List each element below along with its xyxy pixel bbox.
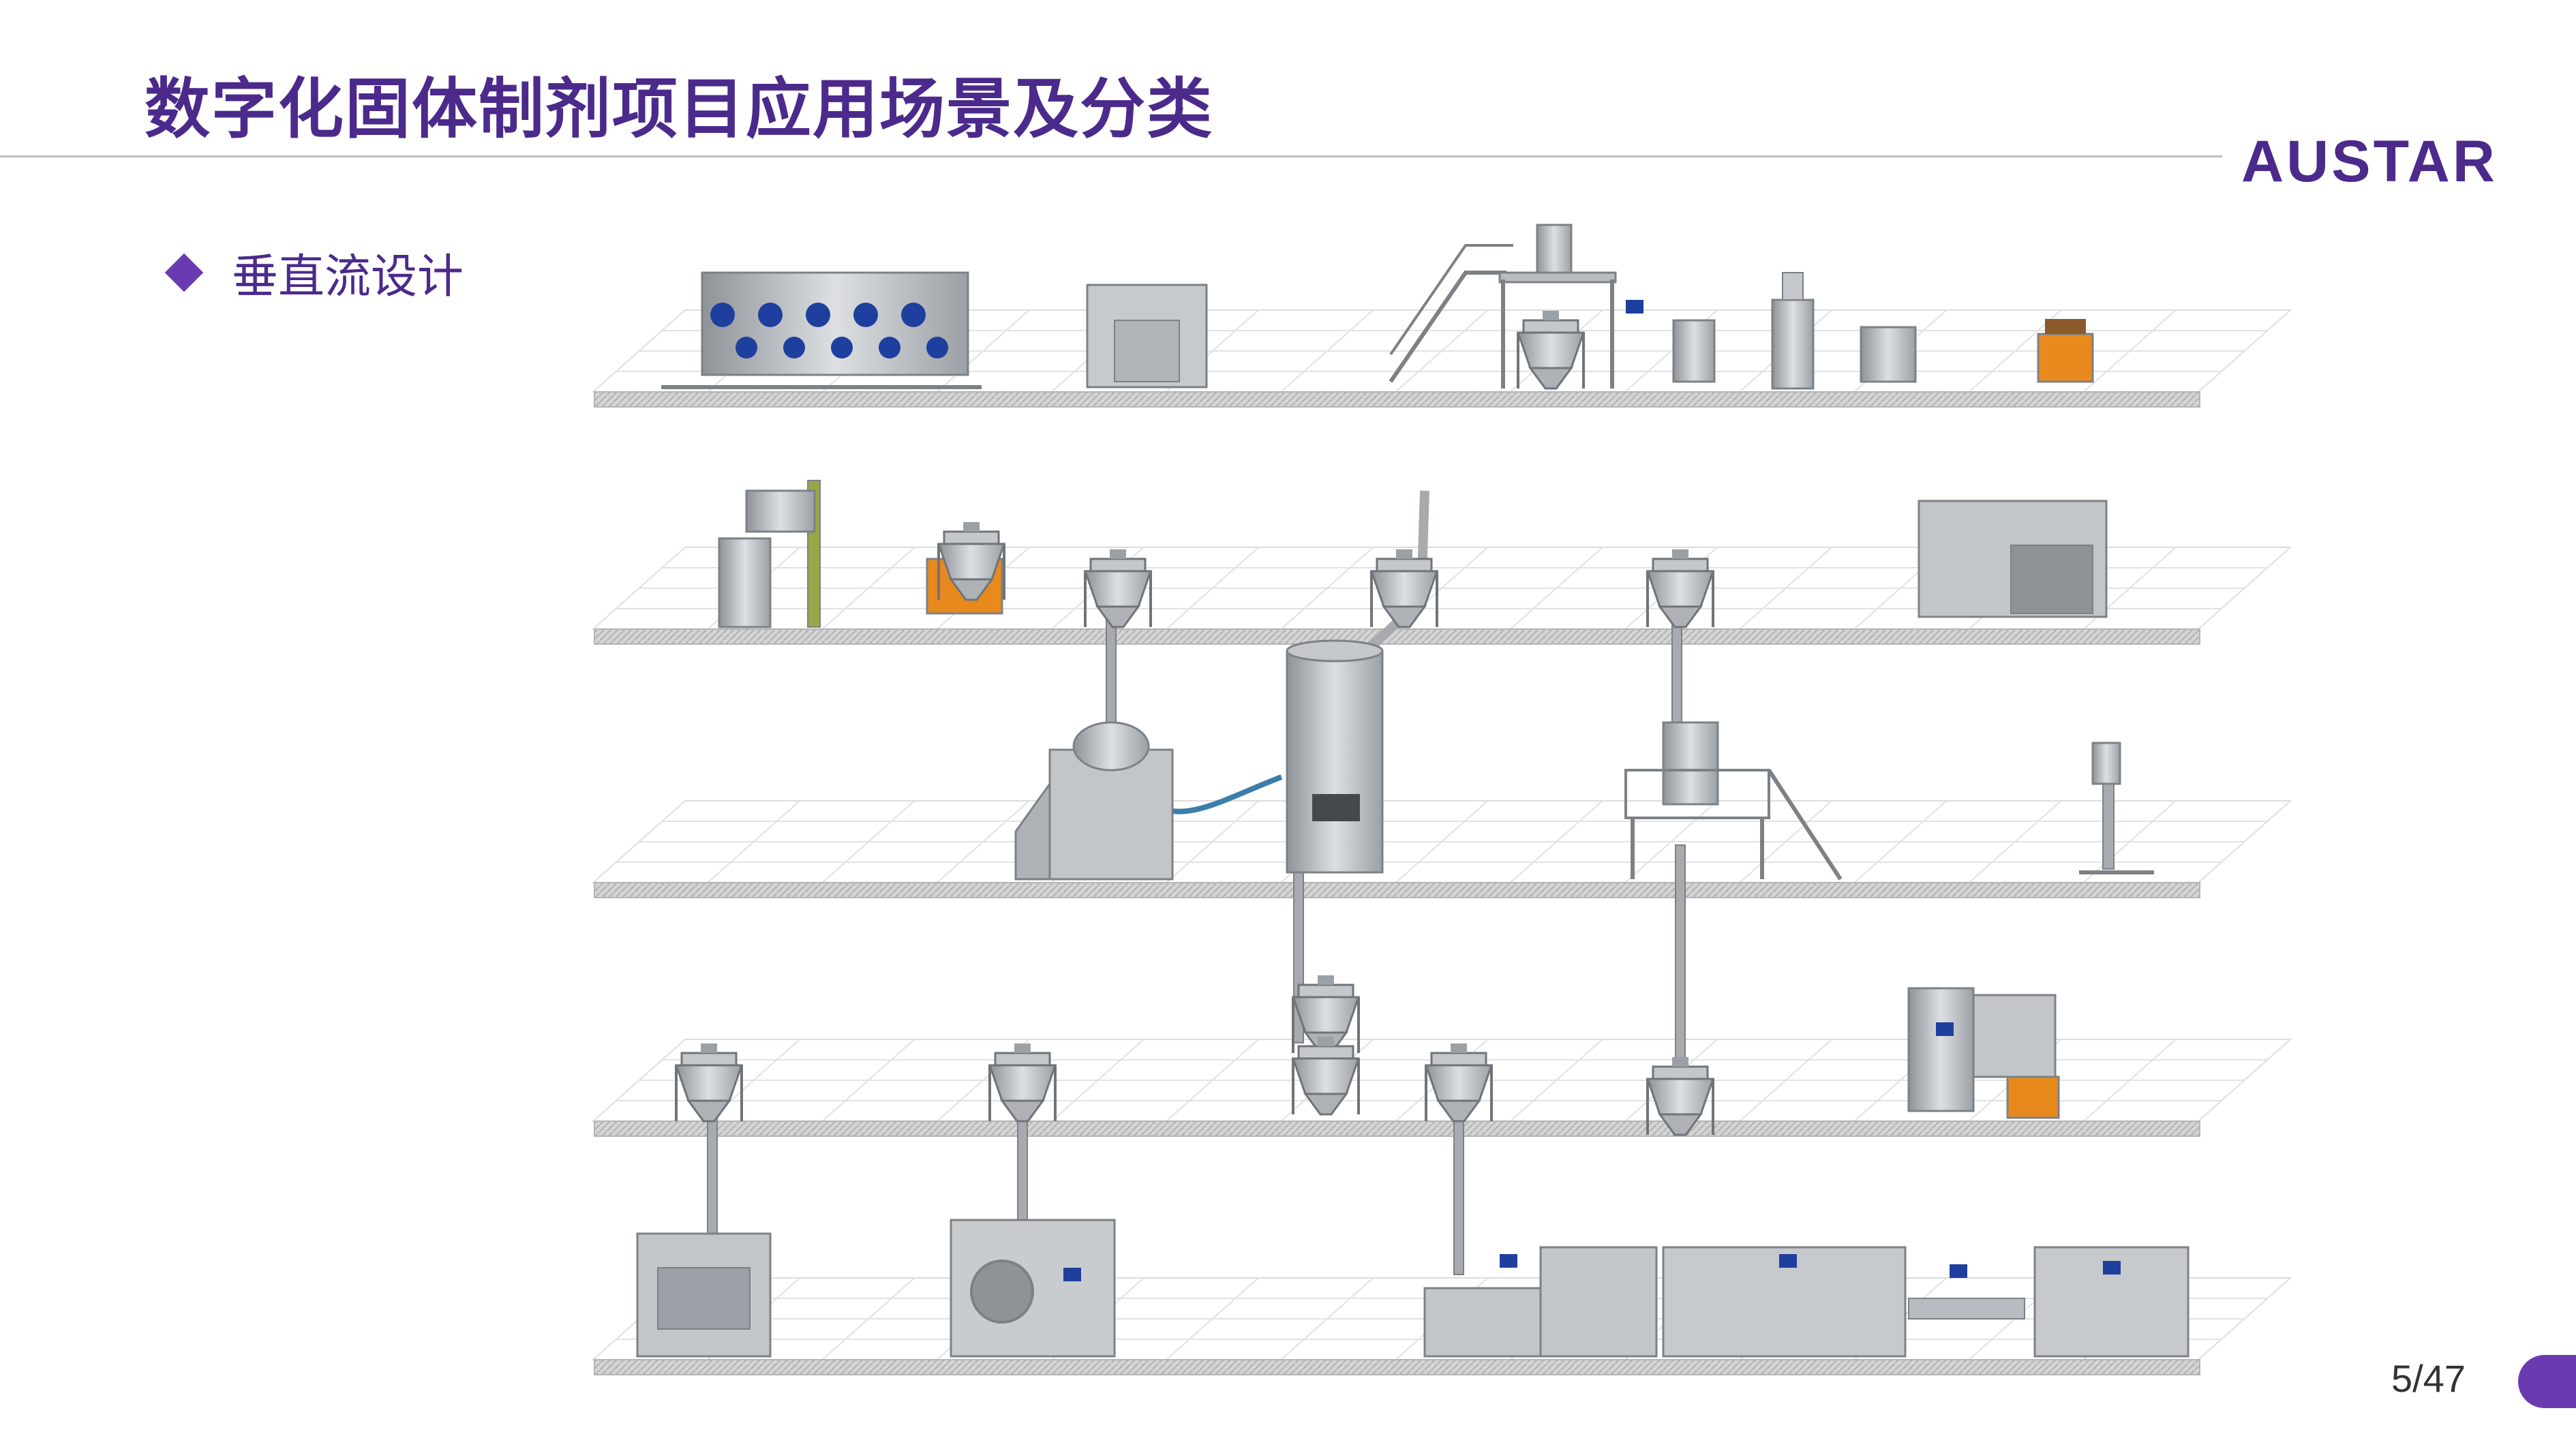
orange-lifter bbox=[2006, 1076, 2060, 1119]
floor-slab bbox=[594, 882, 2200, 898]
stair-rail bbox=[1389, 244, 1513, 356]
control-screen bbox=[2103, 1261, 2121, 1275]
floor-slab bbox=[594, 1359, 2200, 1375]
coating-drum-door bbox=[970, 1260, 1034, 1324]
corner-tab-decoration bbox=[2518, 1355, 2576, 1408]
lifter-hopper bbox=[2091, 742, 2121, 785]
blister-packaging-unit bbox=[1423, 1287, 1542, 1358]
platform-deck bbox=[1498, 271, 1617, 284]
packaging-machine bbox=[1907, 987, 1975, 1112]
control-screen bbox=[1936, 1022, 1954, 1036]
orange-pallet-lifter bbox=[2037, 333, 2094, 383]
floor-slab bbox=[594, 391, 2200, 408]
glove-port bbox=[831, 337, 853, 359]
glove-port bbox=[736, 337, 757, 359]
section-heading: 垂直流设计 bbox=[164, 239, 464, 306]
conveyor-head bbox=[1782, 272, 1804, 301]
column-lifter-base bbox=[718, 537, 772, 628]
bin-discharge-platform bbox=[1662, 721, 1719, 806]
control-screen bbox=[1500, 1254, 1517, 1268]
transfer-pipe bbox=[1453, 1103, 1464, 1275]
transfer-pipe bbox=[1017, 1103, 1028, 1227]
fluid-bed-window bbox=[1312, 794, 1360, 821]
high-shear-granulator bbox=[1048, 748, 1174, 881]
page-title: 数字化固体制剂项目应用场景及分类 bbox=[145, 71, 1213, 147]
stair-rail bbox=[1767, 769, 1843, 881]
transfer-conveyor bbox=[1908, 1298, 2025, 1320]
bin-hopper bbox=[1536, 224, 1573, 274]
control-screen bbox=[1626, 300, 1643, 314]
fluid-bed-dryer bbox=[1286, 650, 1384, 874]
austar-logo: AUSTAR bbox=[2241, 129, 2498, 194]
glove-port bbox=[879, 337, 900, 359]
glove-port bbox=[710, 303, 735, 327]
isolator-glovebox-line bbox=[701, 271, 969, 376]
floor-level-3 bbox=[591, 800, 2292, 898]
transfer-pipe bbox=[707, 1103, 718, 1248]
glove-port bbox=[926, 337, 948, 359]
glove-port bbox=[901, 303, 926, 327]
powder-transfer-unit bbox=[1672, 319, 1716, 383]
cabinet-door bbox=[1114, 320, 1180, 382]
section-heading-label: 垂直流设计 bbox=[232, 250, 464, 304]
washing-chamber bbox=[2010, 545, 2093, 614]
control-screen bbox=[1063, 1268, 1081, 1281]
tablet-press-window bbox=[657, 1267, 751, 1330]
control-screen bbox=[1779, 1254, 1797, 1268]
page-number: 5/47 bbox=[2391, 1357, 2466, 1400]
dust-collector bbox=[1860, 326, 1917, 383]
glove-port bbox=[806, 303, 830, 327]
blister-forming-unit bbox=[1539, 1246, 1658, 1358]
glove-port bbox=[853, 303, 878, 327]
floor-level-2 bbox=[591, 547, 2292, 645]
lifter-hopper bbox=[745, 489, 816, 533]
header-divider bbox=[0, 155, 2222, 157]
transfer-pipe bbox=[1675, 844, 1686, 1091]
vacuum-conveyor-unit bbox=[1771, 299, 1815, 390]
floor-slab bbox=[594, 1120, 2200, 1137]
glove-port bbox=[758, 303, 783, 327]
stair-rail bbox=[1389, 271, 1506, 383]
floor-slab bbox=[594, 628, 2200, 645]
control-screen bbox=[1950, 1264, 1967, 1278]
glove-port bbox=[783, 337, 805, 359]
granulator-bowl bbox=[1072, 721, 1150, 772]
granulator-stairs bbox=[1014, 780, 1051, 881]
pallet-stack bbox=[2045, 319, 2086, 334]
fluid-bed-top bbox=[1286, 639, 1384, 662]
packaging-machine-hopper bbox=[1972, 994, 2057, 1078]
